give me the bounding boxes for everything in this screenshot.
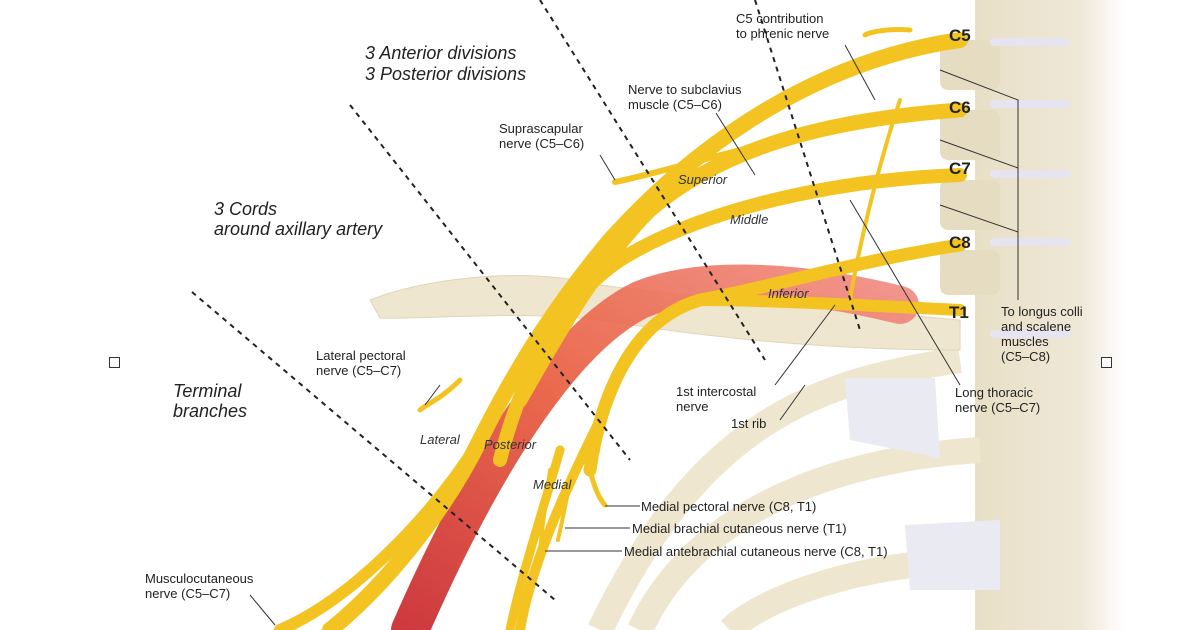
label-suprascapular: Suprascapular nerve (C5–C6) xyxy=(499,121,585,151)
label-musculocutaneous: Musculocutaneous nerve (C5–C7) xyxy=(145,571,254,601)
cord-posterior: Posterior xyxy=(484,437,537,452)
heading-posterior-divisions: 3 Posterior divisions xyxy=(365,64,527,84)
label-longus-colli: To longus colli and scalene muscles (C5–… xyxy=(1001,304,1083,364)
label-medial-antebrachial: Medial antebrachial cutaneous nerve (C8,… xyxy=(624,544,888,559)
root-c8: C8 xyxy=(949,233,971,252)
label-intercostal: 1st intercostal nerve xyxy=(676,384,757,414)
label-phrenic: C5 contribution to phrenic nerve xyxy=(736,11,830,41)
label-long-thoracic: Long thoracic nerve (C5–C7) xyxy=(955,385,1041,415)
cord-medial: Medial xyxy=(533,477,572,492)
root-c5: C5 xyxy=(949,26,971,45)
heading-terminal-branches: Terminal branches xyxy=(173,381,248,421)
label-subclavius: Nerve to subclavius muscle (C5–C6) xyxy=(628,82,742,112)
trunk-inferior: Inferior xyxy=(768,286,809,301)
selection-handle-left[interactable] xyxy=(109,357,120,368)
trunk-middle: Middle xyxy=(730,212,769,227)
root-c6: C6 xyxy=(949,98,971,117)
label-lateral-pectoral: Lateral pectoral nerve (C5–C7) xyxy=(316,348,406,378)
nerves xyxy=(274,27,968,630)
leader-lines xyxy=(249,44,1019,626)
trunk-superior: Superior xyxy=(678,172,728,187)
label-first-rib: 1st rib xyxy=(731,416,767,431)
heading-anterior-divisions: 3 Anterior divisions xyxy=(365,43,517,63)
cord-lateral: Lateral xyxy=(420,432,460,447)
division-lines xyxy=(191,0,861,601)
costal-cartilage xyxy=(845,378,940,458)
label-medial-brachial: Medial brachial cutaneous nerve (T1) xyxy=(632,521,847,536)
label-medial-pectoral: Medial pectoral nerve (C8, T1) xyxy=(641,499,817,514)
costal-cartilage xyxy=(905,520,1000,590)
heading-cords: 3 Cords around axillary artery xyxy=(214,199,383,239)
root-t1: T1 xyxy=(949,303,969,322)
root-c7: C7 xyxy=(949,159,971,178)
selection-handle-right[interactable] xyxy=(1101,357,1112,368)
axillary-artery xyxy=(391,264,919,630)
